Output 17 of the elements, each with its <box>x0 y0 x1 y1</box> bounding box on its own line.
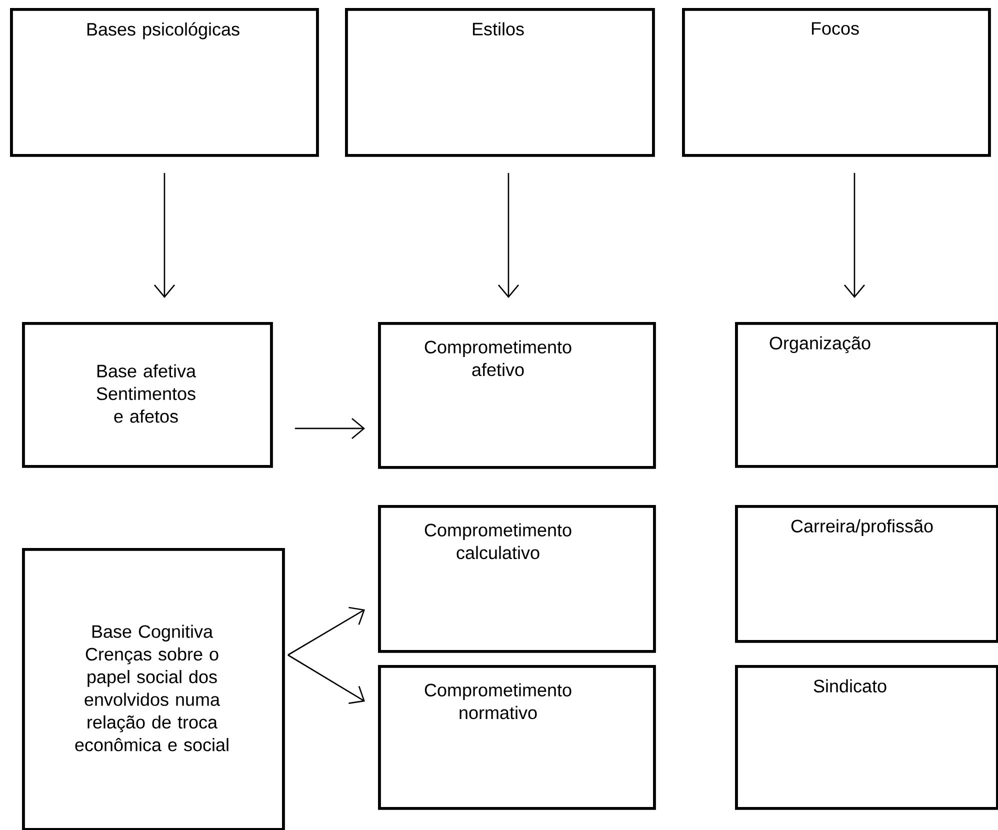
arrow <box>154 172 175 298</box>
heading-box: Focos <box>682 8 991 157</box>
process-box: Comprometimento normativo <box>378 665 656 810</box>
process-box: Carreira/profissão <box>735 505 998 643</box>
arrow <box>294 418 366 439</box>
arrow <box>844 172 865 298</box>
arrow <box>288 606 366 656</box>
arrow <box>288 654 365 704</box>
process-box: Organização <box>735 322 998 468</box>
process-box: Comprometimento afetivo <box>378 322 656 469</box>
process-box: Comprometimento calculativo <box>378 505 656 653</box>
process-box: Sindicato <box>735 665 998 810</box>
heading-box: Bases psicológicas <box>10 8 319 157</box>
arrow <box>498 172 519 298</box>
heading-box: Estilos <box>345 8 655 157</box>
process-box: Base afetiva Sentimentos e afetos <box>22 322 273 468</box>
process-box: Base Cognitiva Crenças sobre o papel social dos envolvidos numa relação de troca econômica e social <box>22 548 285 830</box>
